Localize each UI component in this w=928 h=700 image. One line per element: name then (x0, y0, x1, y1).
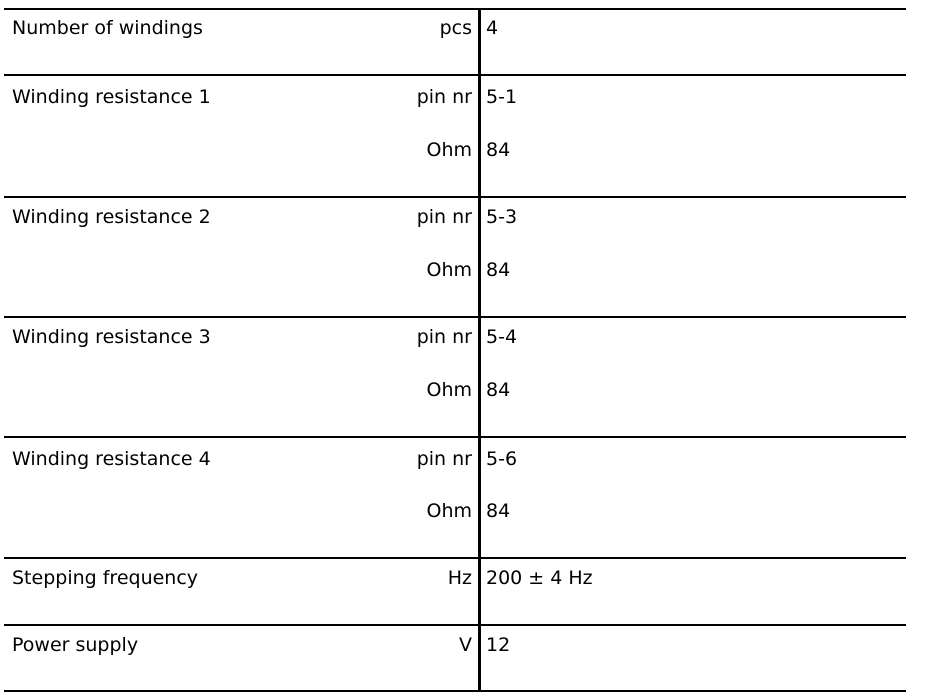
row-line: Winding resistance 2 pin nr 5-3 (0, 205, 928, 229)
row-line: Winding resistance 3 pin nr 5-4 (0, 325, 928, 349)
row-value: 84 (486, 379, 511, 401)
row-value: 5-3 (486, 206, 518, 228)
row-line: Stepping frequency Hz 200 ± 4 Hz (0, 566, 928, 590)
row-unit: pin nr (416, 448, 472, 470)
row-unit: V (459, 634, 472, 656)
row-label: Winding resistance 1 (12, 86, 211, 108)
row-value: 5-4 (486, 326, 518, 348)
table-rule (4, 8, 906, 10)
row-line: Winding resistance 4 pin nr 5-6 (0, 447, 928, 471)
row-value: 84 (486, 500, 511, 522)
row-line: Winding resistance 1 pin nr 5-1 (0, 85, 928, 109)
row-line: Ohm 84 (0, 378, 928, 402)
table-rule (4, 557, 906, 559)
table-rule (4, 624, 906, 626)
row-unit: pin nr (416, 326, 472, 348)
row-value: 84 (486, 259, 511, 281)
row-value: 12 (486, 634, 511, 656)
row-label: Winding resistance 4 (12, 448, 211, 470)
row-unit: pin nr (416, 206, 472, 228)
row-unit: Hz (447, 567, 472, 589)
table-rule (4, 316, 906, 318)
row-unit: Ohm (426, 259, 472, 281)
row-value: 5-6 (486, 448, 518, 470)
row-line: Number of windings pcs 4 (0, 16, 928, 40)
row-unit: pcs (439, 17, 472, 39)
row-label: Winding resistance 2 (12, 206, 211, 228)
row-label: Stepping frequency (12, 567, 199, 589)
row-unit: Ohm (426, 379, 472, 401)
row-unit: Ohm (426, 139, 472, 161)
row-label: Winding resistance 3 (12, 326, 211, 348)
table-rule (4, 74, 906, 76)
row-unit: Ohm (426, 500, 472, 522)
row-value: 84 (486, 139, 511, 161)
table-rule (4, 196, 906, 198)
row-line: Ohm 84 (0, 499, 928, 523)
row-value: 4 (486, 17, 499, 39)
column-divider (478, 8, 481, 692)
row-line: Ohm 84 (0, 138, 928, 162)
row-label: Number of windings (12, 17, 203, 39)
row-label: Power supply (12, 634, 139, 656)
table-rule (4, 436, 906, 438)
row-value: 5-1 (486, 86, 518, 108)
row-line: Ohm 84 (0, 258, 928, 282)
row-line: Power supply V 12 (0, 633, 928, 657)
row-unit: pin nr (416, 86, 472, 108)
row-value: 200 ± 4 Hz (486, 567, 593, 589)
table-rule (4, 690, 906, 692)
